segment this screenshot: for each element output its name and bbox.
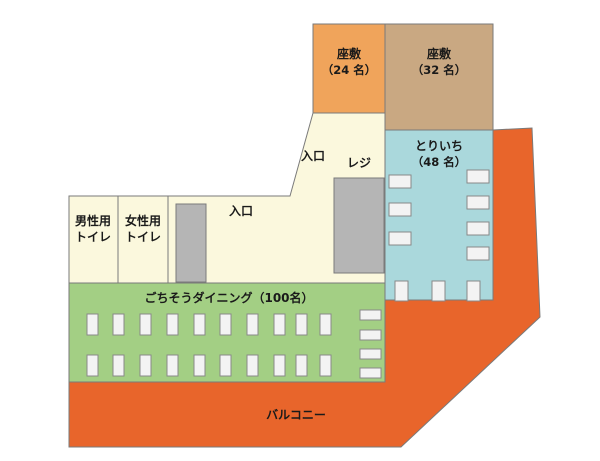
table bbox=[112, 313, 125, 336]
mens-toilet-label-2: トイレ bbox=[75, 230, 111, 244]
table bbox=[112, 354, 125, 377]
table bbox=[388, 231, 412, 246]
table bbox=[431, 280, 446, 302]
table bbox=[139, 354, 152, 377]
table bbox=[359, 367, 382, 379]
table bbox=[319, 313, 332, 336]
table bbox=[295, 354, 308, 377]
table bbox=[359, 348, 382, 360]
table bbox=[246, 354, 259, 377]
zashiki-24-room bbox=[312, 23, 386, 114]
table bbox=[359, 309, 382, 321]
womens-toilet-label-1: 女性用 bbox=[125, 213, 161, 228]
dining-tables bbox=[86, 309, 382, 379]
table bbox=[319, 354, 332, 377]
zashiki-24-capacity: （24 名） bbox=[322, 63, 377, 77]
table bbox=[466, 221, 490, 236]
table bbox=[466, 280, 481, 302]
table bbox=[166, 313, 179, 336]
dining-label: ごちそうダイニング（100名） bbox=[144, 290, 313, 305]
toriichi-room bbox=[384, 129, 494, 301]
table bbox=[466, 169, 490, 184]
table bbox=[193, 354, 206, 377]
table bbox=[466, 246, 490, 261]
table bbox=[139, 313, 152, 336]
zashiki-32-capacity: （32 名） bbox=[412, 63, 467, 77]
toriichi-tables bbox=[388, 169, 490, 302]
table bbox=[466, 195, 490, 210]
table bbox=[193, 313, 206, 336]
womens-toilet-label-2: トイレ bbox=[125, 230, 161, 244]
table bbox=[219, 354, 232, 377]
zashiki-32-room bbox=[384, 23, 494, 131]
register-label: レジ bbox=[347, 156, 371, 170]
table bbox=[166, 354, 179, 377]
entrance-upper-label: 入口 bbox=[301, 149, 325, 163]
entrance-lower-label: 入口 bbox=[229, 204, 253, 218]
table bbox=[295, 313, 308, 336]
toriichi-capacity: （48 名） bbox=[412, 155, 467, 169]
table bbox=[394, 280, 409, 302]
table bbox=[246, 313, 259, 336]
table bbox=[388, 174, 412, 189]
restroom-fixture bbox=[175, 203, 207, 283]
table bbox=[86, 354, 99, 377]
table bbox=[273, 354, 286, 377]
table bbox=[86, 313, 99, 336]
table bbox=[388, 202, 412, 217]
register-counter bbox=[333, 177, 385, 274]
table bbox=[219, 313, 232, 336]
mens-toilet-label-1: 男性用 bbox=[75, 213, 111, 228]
zashiki-32-label: 座敷 bbox=[426, 46, 452, 61]
balcony-label: バルコニー bbox=[266, 408, 326, 422]
toriichi-label: とりいち bbox=[415, 139, 463, 153]
zashiki-24-label: 座敷 bbox=[336, 46, 362, 61]
table bbox=[273, 313, 286, 336]
table bbox=[359, 329, 382, 341]
